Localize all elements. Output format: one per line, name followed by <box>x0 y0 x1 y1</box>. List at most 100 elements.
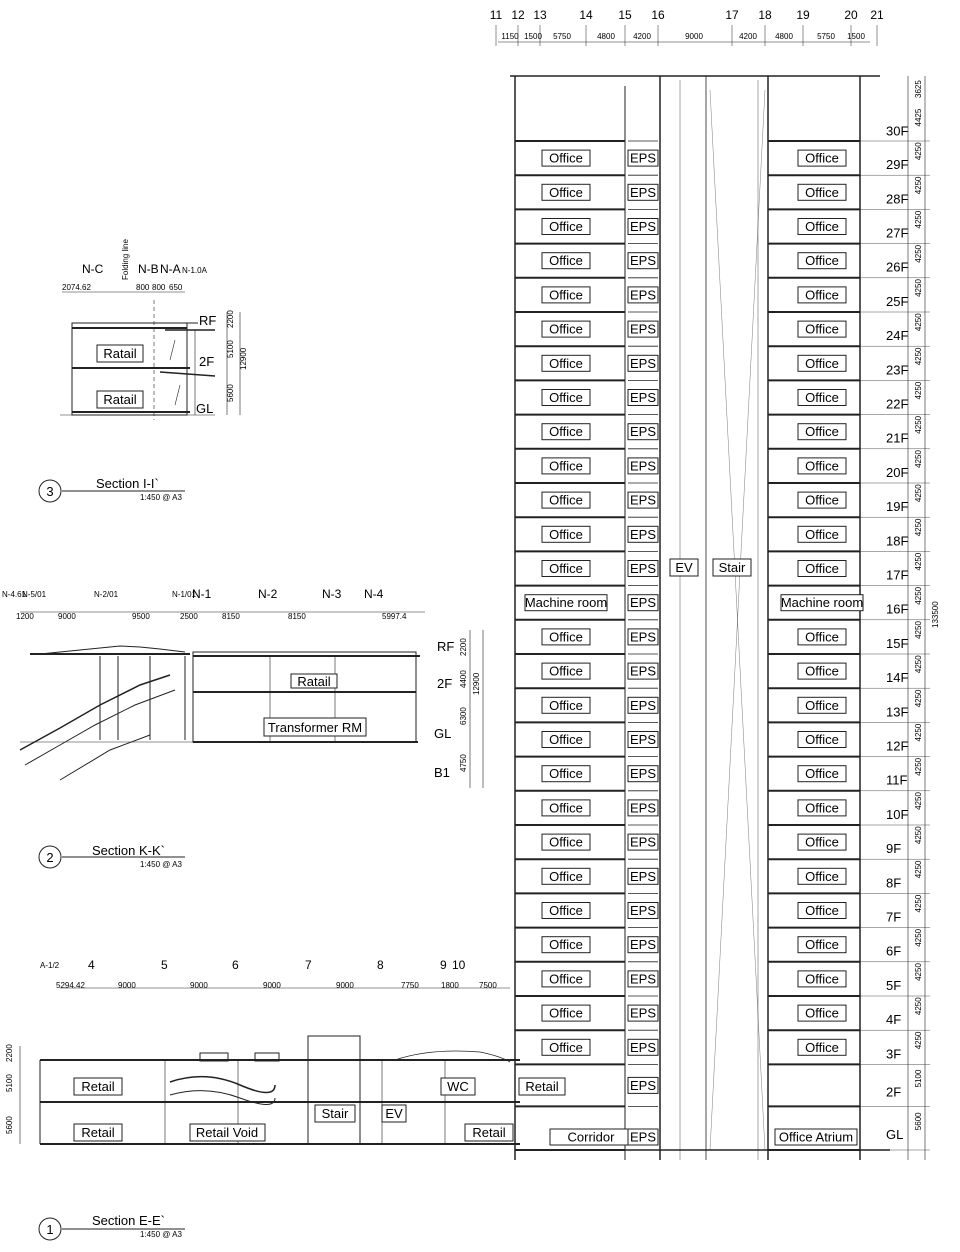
room-box <box>797 389 847 406</box>
section-e-height-dim: 5100 <box>5 1074 14 1092</box>
eps-box <box>627 662 659 680</box>
eps-label: EPS <box>630 322 656 337</box>
room-label: Office <box>549 424 583 439</box>
section-e-grid-label: 5 <box>161 958 168 972</box>
floor-level-label: 11F <box>886 773 907 788</box>
room-label: Office <box>549 185 583 200</box>
room-label: Office <box>805 698 839 713</box>
section-e-drawing <box>19 987 520 1145</box>
eps-label: EPS <box>630 903 656 918</box>
eps-box <box>627 867 659 885</box>
section-number: 2 <box>46 850 53 865</box>
eps-box <box>627 1128 659 1146</box>
section-e-title-block: 1 Section E-E` 1:450 @ A3 <box>38 1213 185 1241</box>
tower-grid-label: 19 <box>796 8 810 22</box>
section-k-height-dim: 2200 <box>459 638 468 656</box>
room-box <box>797 628 847 646</box>
tower-floor-lines <box>515 140 930 1151</box>
level-label-gl: GL <box>434 726 451 741</box>
section-i-title-block: 3 Section I-I` 1:450 @ A3 <box>38 476 185 503</box>
tower-grid-label: 14 <box>579 8 593 22</box>
room-box <box>797 833 847 851</box>
section-k-drawing <box>19 611 484 788</box>
eps-label: EPS <box>630 424 656 439</box>
section-i-grid-dim: 800 <box>136 283 150 292</box>
room-box <box>541 833 591 851</box>
room-label: Office <box>549 356 583 371</box>
eps-box <box>627 560 659 577</box>
eps-label: EPS <box>630 869 656 884</box>
room-label: Office <box>805 800 839 815</box>
room-label: Office <box>549 151 583 166</box>
room-label: Office <box>805 869 839 884</box>
room-label: Office <box>805 527 839 542</box>
room-box <box>774 1128 858 1146</box>
room-label: Office <box>549 561 583 576</box>
room-label: Office <box>805 664 839 679</box>
section-k-grid-dim: 2500 <box>180 612 198 621</box>
floor-level-label: 18F <box>886 533 908 548</box>
room-label: Machine room <box>525 595 607 610</box>
floor-height-dim: 4250 <box>914 928 923 946</box>
level-label-2f: 2F <box>437 676 452 691</box>
section-i-total-dim: 12900 <box>239 347 248 370</box>
section-e-room: WC <box>440 1077 476 1096</box>
section-k-height-dim: 4750 <box>459 754 468 772</box>
room-label: Office Atrium <box>779 1130 853 1145</box>
eps-box <box>627 457 659 475</box>
section-e-room: Retail <box>73 1077 123 1096</box>
tower-grid-dim: 4800 <box>775 32 793 41</box>
room-box <box>541 320 591 338</box>
section-scale: 1:450 @ A3 <box>140 493 182 502</box>
level-label-b1: B1 <box>434 765 450 780</box>
eps-label: EPS <box>630 1006 656 1021</box>
room-label: Office <box>549 869 583 884</box>
section-k-grid-label: N-3 <box>322 587 342 601</box>
room-label: Office <box>805 322 839 337</box>
level-label-rf: RF <box>199 313 216 328</box>
room-label: Office <box>805 766 839 781</box>
floor-height-dim: 4250 <box>914 142 923 160</box>
room-label: Office <box>549 732 583 747</box>
room-box <box>797 149 847 167</box>
section-k-grid-dim: 9000 <box>58 612 76 621</box>
room-label: Office <box>549 903 583 918</box>
section-e-grid-label: A-1/2 <box>40 961 60 970</box>
room-label: Office <box>805 151 839 166</box>
section-e-room: Retail <box>464 1123 514 1142</box>
room-box <box>541 731 591 748</box>
room-box <box>797 286 847 304</box>
floor-level-label: 24F <box>886 328 908 343</box>
floor-height-dim: 4250 <box>914 963 923 981</box>
room-label: Retail <box>525 1079 558 1094</box>
tower-top-dim: 3625 <box>914 80 923 98</box>
room-box <box>541 696 591 714</box>
core-label-stair: Stair <box>719 560 746 575</box>
floor-height-dim: 4250 <box>914 450 923 468</box>
tower-grid-label: 12 <box>511 8 525 22</box>
floor-level-label: 4F <box>886 1012 901 1027</box>
eps-box <box>627 218 659 235</box>
floor-height-dim: 4250 <box>914 381 923 399</box>
section-i-grid-label: N-A <box>160 262 181 276</box>
eps-box <box>627 286 659 304</box>
section-number: 1 <box>46 1222 53 1237</box>
section-e-grid-label: 4 <box>88 958 95 972</box>
eps-label: EPS <box>630 185 656 200</box>
floor-height-dim: 4250 <box>914 347 923 365</box>
room-box <box>797 183 847 201</box>
room-label: Retail <box>472 1125 505 1140</box>
floor-level-label: 19F <box>886 499 908 514</box>
room-label: Retail <box>81 1079 114 1094</box>
section-e-grid-dim: 7500 <box>479 981 497 990</box>
